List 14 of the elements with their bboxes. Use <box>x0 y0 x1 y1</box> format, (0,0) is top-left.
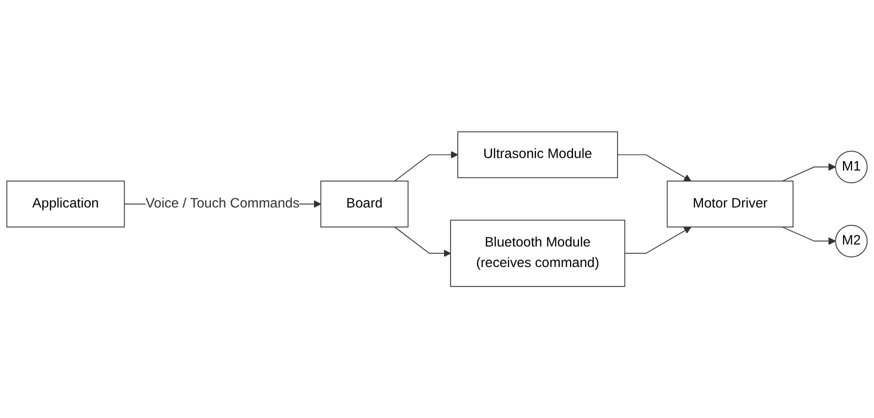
node-circle: M1 <box>835 150 868 184</box>
arrow <box>782 163 836 182</box>
node-box: Ultrasonic Module <box>457 131 618 178</box>
node-box: Application <box>6 180 125 228</box>
node-circle: M2 <box>835 224 868 258</box>
edge-label: Voice / Touch Commands <box>146 196 300 211</box>
node-box: Motor Driver <box>666 180 794 228</box>
arrow <box>624 226 692 254</box>
node-box: Board <box>320 180 408 228</box>
arrow <box>782 226 836 245</box>
arrow <box>394 150 458 182</box>
node-box: Bluetooth Module (receives command) <box>450 220 626 287</box>
arrow <box>617 154 692 182</box>
arrow <box>394 226 451 257</box>
